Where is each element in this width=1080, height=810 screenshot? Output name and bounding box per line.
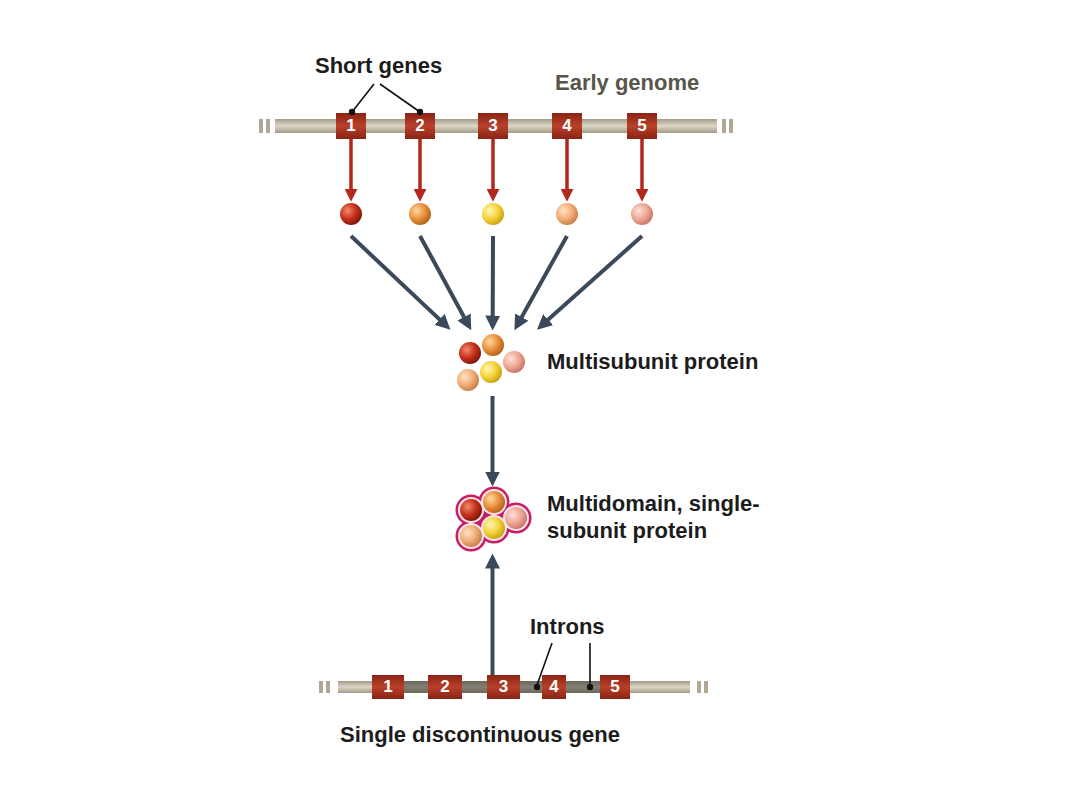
arrow-segment [565, 139, 569, 191]
leader-line [352, 84, 590, 685]
exon: 1 [372, 675, 404, 699]
gene-track: Single discontinuous gene12345 [338, 681, 690, 693]
break-mark [259, 119, 733, 693]
subunit [409, 203, 431, 225]
arrow-connector [492, 139, 493, 318]
segment-number: 3 [499, 677, 508, 697]
protein-label: Multidomain, single-subunit protein [547, 490, 787, 544]
gene-segment: 3 [478, 113, 508, 139]
gene-segment: 5 [627, 113, 657, 139]
protein-label: Multisubunit protein [547, 348, 758, 375]
arrow-connector [492, 566, 493, 681]
callout-label: Introns [530, 613, 605, 640]
arrow-connector [351, 139, 441, 321]
subunit [340, 203, 362, 225]
arrow-segment [491, 236, 495, 318]
exon: 4 [542, 675, 566, 699]
exon: 5 [600, 675, 630, 699]
exon: 3 [487, 675, 520, 699]
arrow-connector [420, 139, 465, 319]
segment-number: 1 [383, 677, 392, 697]
gene-segment: 4 [552, 113, 582, 139]
arrow-connector [546, 139, 642, 321]
arrow-segment [491, 396, 495, 474]
arrow-segment [349, 139, 353, 191]
segment-number: 4 [562, 116, 571, 136]
leader-dot [349, 109, 593, 690]
gene-segment: 1 [336, 113, 366, 139]
protein-outline [445, 484, 540, 556]
arrow-segment [418, 139, 422, 191]
protein-cluster: Multidomain, single-subunit protein [445, 484, 540, 556]
subunit [556, 203, 578, 225]
arrow-segment [491, 139, 495, 191]
arrow-segment [640, 139, 644, 191]
exon: 2 [428, 675, 462, 699]
arrow-segment [420, 236, 465, 319]
segment-number: 2 [415, 116, 424, 136]
segment-number: 5 [610, 677, 619, 697]
gene-track: Early genome12345 [275, 119, 717, 133]
segment-number: 3 [488, 116, 497, 136]
gene-label: Single discontinuous gene [340, 721, 620, 748]
segment-number: 5 [637, 116, 646, 136]
gene-segment: 2 [405, 113, 435, 139]
subunit [482, 203, 504, 225]
arrow-connector [492, 396, 493, 474]
segment-number: 4 [549, 677, 558, 697]
track-label: Early genome [555, 69, 699, 96]
protein-outline [445, 328, 540, 396]
arrow-connector [520, 139, 567, 319]
segment-number: 1 [346, 116, 355, 136]
arrow-segment [546, 236, 642, 321]
subunit [631, 203, 653, 225]
segment-number: 2 [440, 677, 449, 697]
arrow-segment [491, 566, 495, 681]
callout-label: Short genes [315, 52, 442, 79]
protein-cluster: Multisubunit protein [445, 328, 540, 396]
